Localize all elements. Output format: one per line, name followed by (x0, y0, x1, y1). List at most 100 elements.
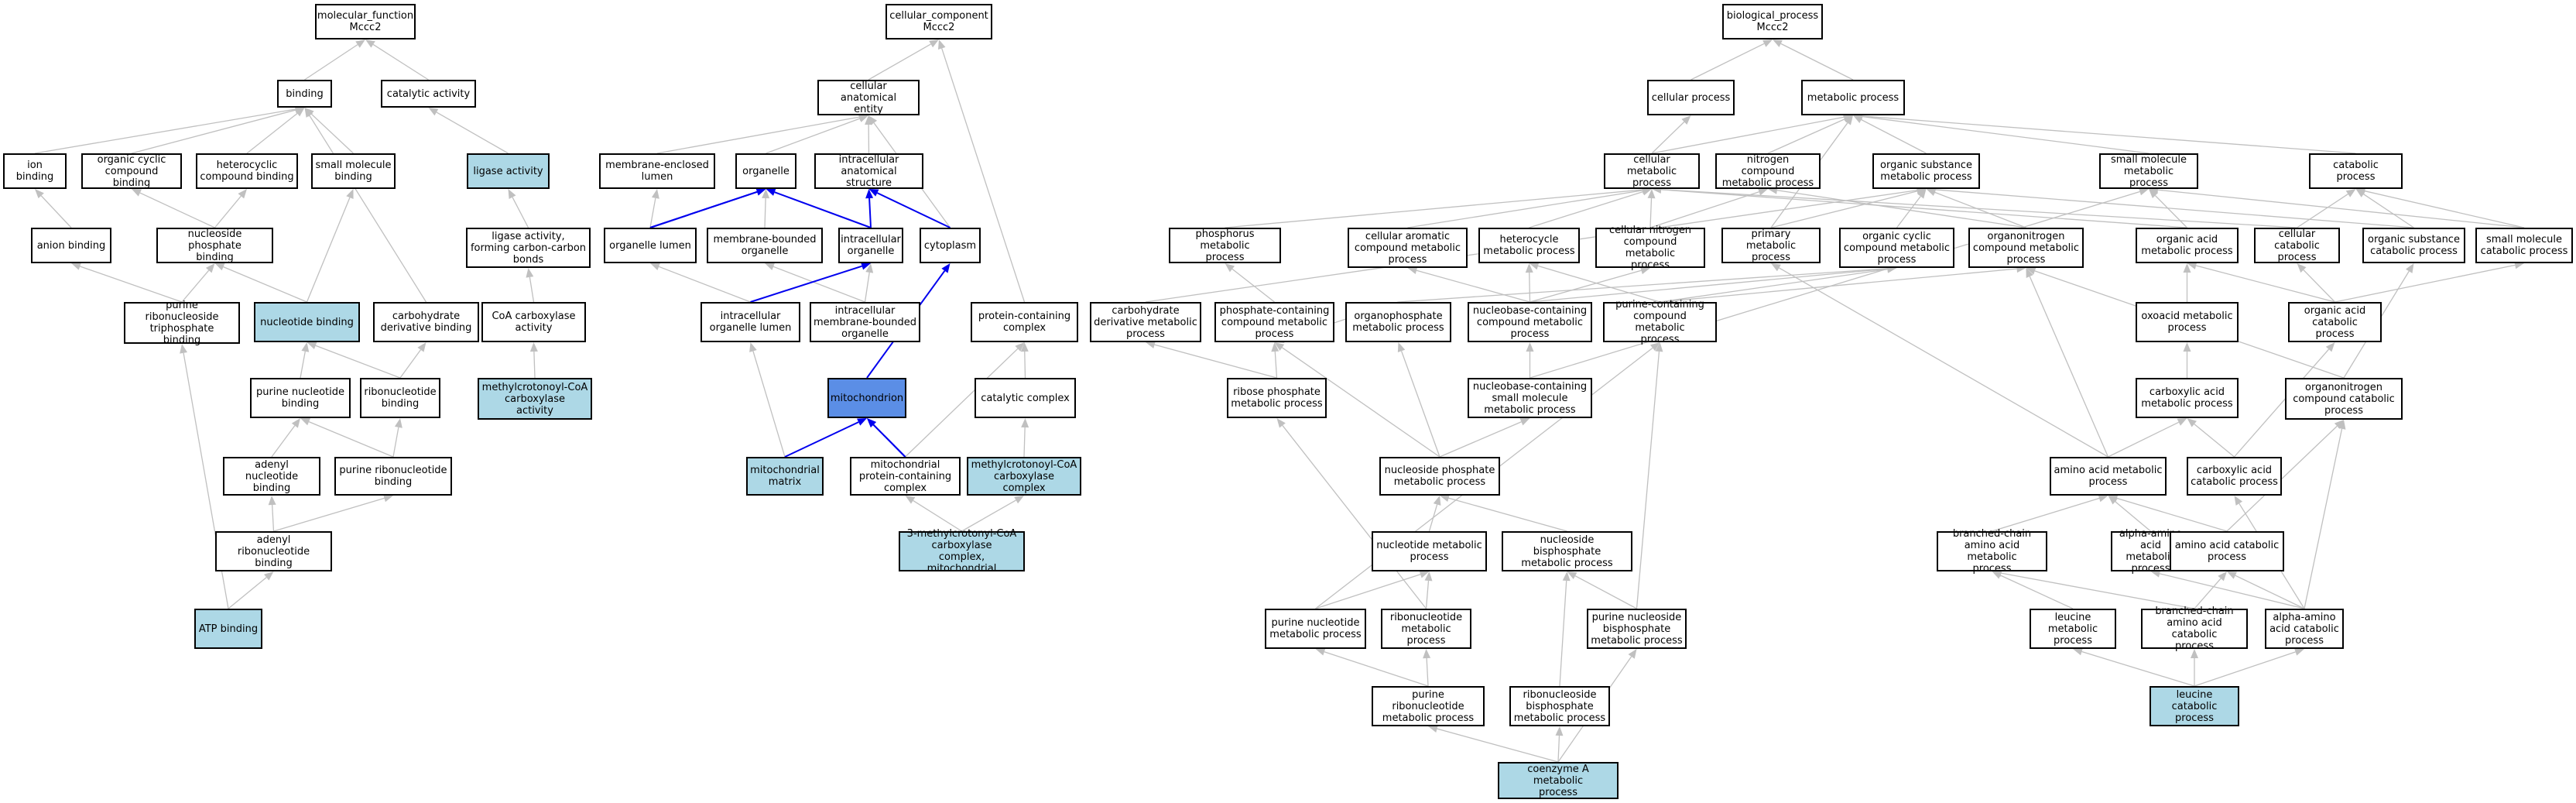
node-carboxylic-acid-metabolic-process[interactable]: carboxylic acid metabolic process (2136, 378, 2239, 418)
node-mitochondrial-protein-containing-complex[interactable]: mitochondrial protein-containing complex (850, 457, 961, 496)
node-nucleobase-containing-compound-metabolic-process[interactable]: nucleobase-containing compound metabolic… (1468, 302, 1592, 342)
node-nucleotide-metabolic-process[interactable]: nucleotide metabolic process (1372, 531, 1487, 571)
node-alpha-amino-acid-catabolic-process[interactable]: alpha-amino acid catabolic process (2265, 609, 2344, 649)
node-phosphorus-metabolic-process[interactable]: phosphorus metabolic process (1169, 228, 1281, 263)
node-mitochondrial-matrix[interactable]: mitochondrial matrix (746, 457, 824, 496)
node-adenyl-ribonucleotide-binding[interactable]: adenyl ribonucleotide binding (215, 531, 332, 571)
node-methylcrotonoyl-coa-carboxylase-complex[interactable]: methylcrotonoyl-CoA carboxylase complex (967, 457, 1081, 496)
node-ligase-activity[interactable]: ligase activity (467, 153, 550, 189)
edge-mmatrix-to-iol (752, 351, 786, 458)
node-cellular-aromatic-compound-metabolic-process[interactable]: cellular aromatic compound metabolic pro… (1348, 228, 1468, 268)
node-carboxylic-acid-catabolic-process[interactable]: carboxylic acid catabolic process (2187, 457, 2282, 496)
arrowhead-catcx-to-pcc (1020, 342, 1029, 352)
node-nitrogen-compound-metabolic-process[interactable]: nitrogen compound metabolic process (1715, 153, 1821, 189)
edge-carbobind-to-binding (309, 115, 427, 303)
node-intracellular-organelle-lumen[interactable]: intracellular organelle lumen (701, 302, 800, 342)
node-branched-chain-amino-acid-metabolic-process[interactable]: branched-chain amino acid metabolic proc… (1937, 528, 2047, 575)
arrowhead-cellcat-to-catproc (2345, 189, 2356, 197)
node-amino-acid-metabolic-process[interactable]: amino acid metabolic process (2050, 457, 2167, 496)
edge-metproc-to-bp_root (1780, 43, 1854, 81)
node-catalytic-complex[interactable]: catalytic complex (975, 378, 1076, 418)
node-organonitrogen-compound-metabolic-process[interactable]: organonitrogen compound metabolic proces… (1968, 228, 2084, 268)
node-carbohydrate-derivative-binding[interactable]: carbohydrate derivative binding (373, 302, 479, 342)
node-branched-chain-amino-acid-catabolic-process[interactable]: branched-chain amino acid catabolic proc… (2141, 606, 2248, 652)
node-organic-substance-catabolic-process[interactable]: organic substance catabolic process (2362, 228, 2465, 263)
node-metabolic-process[interactable]: metabolic process (1801, 80, 1905, 115)
node-organic-cyclic-binding[interactable]: organic cyclic compound binding (81, 153, 182, 189)
node-purine-ribonucleoside-triphosphate-binding[interactable]: purine ribonucleoside triphosphate bindi… (124, 300, 240, 346)
arrowhead-nucphosmet-to-orgphos (1397, 342, 1406, 352)
node-bp-root[interactable]: biological_process Mccc2 (1722, 4, 1823, 39)
node-purine-ribonucleotide-binding[interactable]: purine ribonucleotide binding (334, 457, 452, 496)
node-cytoplasm[interactable]: cytoplasm (920, 228, 981, 263)
node-leucine-metabolic-process[interactable]: leucine metabolic process (2030, 609, 2116, 649)
node-purine-nucleotide-binding[interactable]: purine nucleotide binding (250, 378, 351, 418)
node-catabolic-process[interactable]: catabolic process (2309, 153, 2403, 189)
node-ribonucleotide-metabolic-process[interactable]: ribonucleotide metabolic process (1381, 609, 1471, 649)
node-nucleoside-phosphate-binding[interactable]: nucleoside phosphate binding (156, 228, 273, 263)
node-ligase-cc-bonds[interactable]: ligase activity, forming carbon-carbon b… (466, 228, 591, 268)
node-ion-binding[interactable]: ion binding (3, 153, 67, 189)
node-intracellular-membrane-bounded-organelle[interactable]: intracellular membrane-bounded organelle (810, 302, 920, 342)
node-3-methylcrotonyl-coa-carboxylase-complex-mitochondrial[interactable]: 3-methylcrotonyl-CoA carboxylase complex… (899, 528, 1025, 575)
node-leucine-catabolic-process[interactable]: leucine catabolic process (2150, 686, 2239, 726)
edge-ribophos-to-carbomet (1154, 344, 1277, 379)
node-organic-cyclic-compound-metabolic-process[interactable]: organic cyclic compound metabolic proces… (1839, 228, 1954, 268)
node-cellular-metabolic-process[interactable]: cellular metabolic process (1604, 153, 1700, 189)
node-organophosphate-metabolic-process[interactable]: organophosphate metabolic process (1345, 302, 1451, 342)
node-purine-nucleoside-bisphosphate-metabolic-process[interactable]: purine nucleoside bisphosphate metabolic… (1587, 609, 1687, 649)
node-small-molecule-catabolic-process[interactable]: small molecule catabolic process (2475, 228, 2573, 263)
node-purine-ribonucleotide-metabolic-process[interactable]: purine ribonucleotide metabolic process (1372, 686, 1485, 726)
node-adenyl-nucleotide-binding[interactable]: adenyl nucleotide binding (223, 457, 320, 496)
node-catalytic-activity[interactable]: catalytic activity (381, 80, 476, 108)
node-organelle-lumen[interactable]: organelle lumen (604, 228, 697, 263)
node-ribonucleoside-bisphosphate-metabolic-process[interactable]: ribonucleoside bisphosphate metabolic pr… (1509, 686, 1610, 726)
edge-orgsubcat-to-catproc (2363, 194, 2414, 228)
node-intracellular-organelle[interactable]: intracellular organelle (838, 228, 903, 263)
node-carbohydrate-derivative-metabolic-process[interactable]: carbohydrate derivative metabolic proces… (1090, 302, 1201, 342)
node-nucleoside-bisphosphate-metabolic-process[interactable]: nucleoside bisphosphate metabolic proces… (1502, 531, 1632, 571)
arrowhead-cytoplasm-to-ias (868, 189, 879, 197)
node-mitochondrion[interactable]: mitochondrion (827, 378, 906, 418)
node-coa-carboxylase-activity[interactable]: CoA carboxylase activity (481, 302, 586, 342)
node-cellular-catabolic-process[interactable]: cellular catabolic process (2254, 228, 2340, 263)
node-cellular-process[interactable]: cellular process (1647, 80, 1735, 115)
edge-bcaamet-to-aamet (1992, 497, 2100, 532)
arrowhead-ribophos-to-phoscont (1271, 342, 1279, 352)
node-atp-binding[interactable]: ATP binding (194, 609, 262, 649)
node-cc-root[interactable]: cellular_component Mccc2 (886, 4, 992, 39)
node-primary-metabolic-process[interactable]: primary metabolic process (1721, 228, 1821, 263)
node-methylcrotonoyl-coa-carboxylase-activity[interactable]: methylcrotonoyl-CoA carboxylase activity (478, 378, 592, 420)
node-small-molecule-metabolic-process[interactable]: small molecule metabolic process (2099, 153, 2198, 189)
node-small-molecule-binding[interactable]: small molecule binding (311, 153, 396, 189)
node-heterocycle-metabolic-process[interactable]: heterocycle metabolic process (1478, 228, 1580, 263)
node-organonitrogen-compound-catabolic-process[interactable]: organonitrogen compound catabolic proces… (2285, 378, 2403, 420)
node-intracellular-anatomical-structure[interactable]: intracellular anatomical structure (814, 153, 923, 189)
node-coenzyme-a-metabolic-process[interactable]: coenzyme A metabolic process (1498, 762, 1619, 799)
node-phosphate-containing-compound-metabolic-process[interactable]: phosphate-containing compound metabolic … (1214, 302, 1334, 342)
node-ribose-phosphate-metabolic-process[interactable]: ribose phosphate metabolic process (1227, 378, 1327, 418)
node-oxoacid-metabolic-process[interactable]: oxoacid metabolic process (2136, 302, 2239, 342)
node-organelle[interactable]: organelle (735, 153, 796, 189)
node-membrane-enclosed-lumen[interactable]: membrane-enclosed lumen (599, 153, 715, 189)
node-binding[interactable]: binding (277, 80, 332, 108)
node-purine-nucleotide-metabolic-process[interactable]: purine nucleotide metabolic process (1265, 609, 1366, 649)
node-nucleoside-phosphate-metabolic-process[interactable]: nucleoside phosphate metabolic process (1379, 457, 1500, 496)
node-anion-binding[interactable]: anion binding (31, 228, 111, 263)
edge-oacidcat-to-smallcat (2334, 264, 2516, 303)
node-nucleobase-containing-small-molecule-metabolic-process[interactable]: nucleobase-containing small molecule met… (1468, 378, 1592, 418)
node-cellular-nitrogen-compound-metabolic-process[interactable]: cellular nitrogen compound metabolic pro… (1595, 225, 1705, 271)
node-mf-root[interactable]: molecular_function Mccc2 (315, 4, 416, 39)
node-organic-substance-metabolic-process[interactable]: organic substance metabolic process (1872, 153, 1980, 189)
node-organic-acid-catabolic-process[interactable]: organic acid catabolic process (2288, 302, 2382, 342)
node-protein-containing-complex[interactable]: protein-containing complex (971, 302, 1078, 342)
node-heterocyclic-binding[interactable]: heterocyclic compound binding (196, 153, 298, 189)
node-cellular-anatomical-entity[interactable]: cellular anatomical entity (817, 80, 920, 115)
arrowhead-ribonucmet-to-nucmet (1424, 571, 1433, 582)
node-nucleotide-binding[interactable]: nucleotide binding (254, 302, 360, 342)
node-membrane-bounded-organelle[interactable]: membrane-bounded organelle (707, 228, 823, 263)
node-purine-containing-compound-metabolic-process[interactable]: purine-containing compound metabolic pro… (1603, 299, 1717, 345)
node-ribonucleotide-binding[interactable]: ribonucleotide binding (360, 378, 440, 418)
node-amino-acid-catabolic-process[interactable]: amino acid catabolic process (2170, 531, 2284, 571)
node-organic-acid-metabolic-process[interactable]: organic acid metabolic process (2136, 228, 2239, 263)
